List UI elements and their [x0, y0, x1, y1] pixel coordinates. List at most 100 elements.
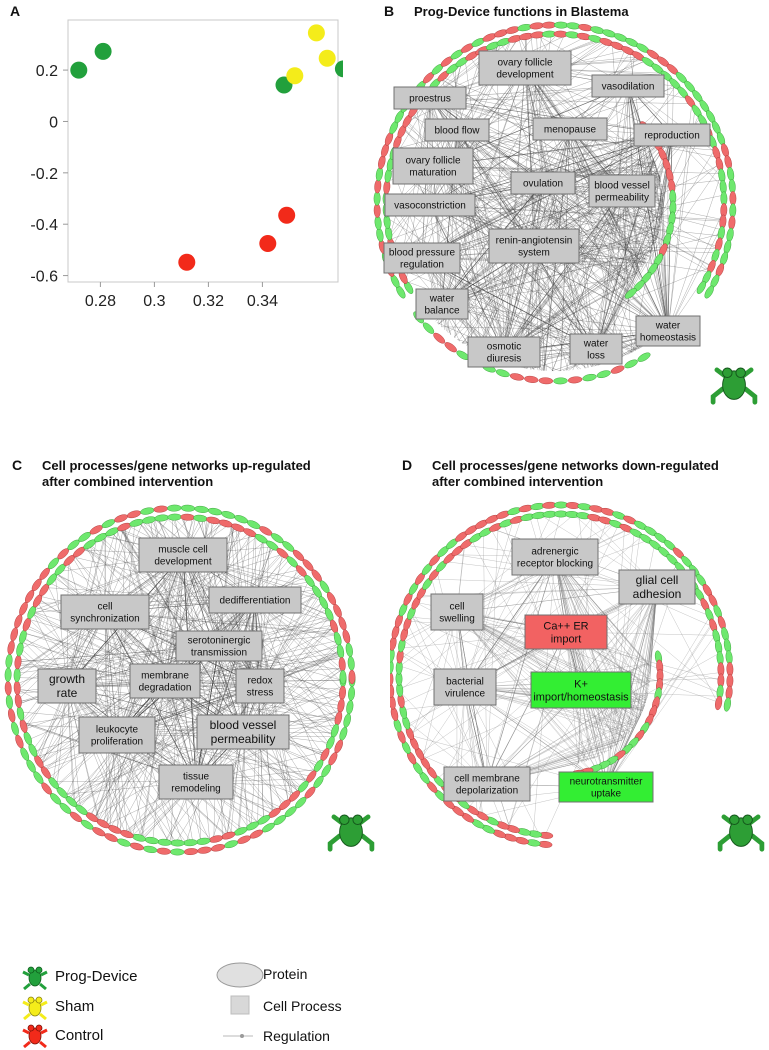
- data-point: [94, 42, 112, 60]
- regulation-edge: [429, 204, 669, 332]
- cell-process-box: [60, 594, 150, 630]
- cell-process-label: neurotransmitter: [570, 777, 643, 788]
- protein-node: [509, 373, 524, 381]
- frog-icon-red: [22, 1024, 48, 1049]
- regulation-edge: [503, 245, 535, 353]
- regulation-edge: [542, 182, 669, 332]
- cell-process-label: stress: [247, 688, 274, 699]
- data-point: [307, 24, 325, 42]
- regulation-edge: [503, 254, 650, 353]
- cell-process-label: muscle cell: [158, 545, 207, 556]
- regulation-edge: [64, 565, 261, 687]
- cell-process-label: water: [429, 294, 455, 305]
- regulation-edge: [53, 554, 184, 782]
- regulation-edge: [486, 653, 719, 785]
- cell-process-box: [138, 537, 228, 573]
- protein-node: [728, 215, 736, 230]
- cell-process-label: regulation: [400, 260, 444, 271]
- cell-process-label: vasoconstriction: [394, 201, 466, 212]
- protein-node: [234, 515, 249, 524]
- regulation-edge: [464, 556, 556, 688]
- regulation-edge: [66, 685, 211, 840]
- regulation-edge: [595, 198, 664, 350]
- regulation-edge: [257, 685, 261, 823]
- regulation-edge: [667, 212, 723, 332]
- regulation-edge: [195, 645, 220, 783]
- regulation-edge: [456, 611, 594, 759]
- regulation-edge: [421, 134, 639, 259]
- regulation-edge: [605, 671, 651, 788]
- regulation-edge: [486, 631, 567, 785]
- cell-process-box: [158, 764, 234, 800]
- y-tick-label: 0.2: [36, 63, 58, 80]
- regulation-edge: [242, 626, 333, 733]
- regulation-edge: [478, 182, 544, 353]
- protein-node: [218, 519, 233, 528]
- regulation-edge: [533, 133, 638, 247]
- regulation-edge: [66, 685, 307, 782]
- regulation-edge: [421, 146, 648, 259]
- data-point: [278, 206, 296, 224]
- regulation-edge: [456, 129, 639, 272]
- regulation-edge: [24, 633, 261, 687]
- regulation-edge: [496, 45, 505, 353]
- cell-process-box: [393, 86, 467, 110]
- regulation-edge: [182, 554, 261, 687]
- protein-node: [637, 352, 651, 362]
- cell-process-label: system: [518, 248, 550, 259]
- regulation-edge: [432, 165, 443, 305]
- frog-icon: [22, 1024, 48, 1049]
- regulation-edge: [429, 204, 595, 367]
- regulation-edge: [569, 128, 669, 332]
- panel-c-title: Cell processes/gene networks up-regulate…: [42, 458, 311, 489]
- regulation-edge: [552, 190, 623, 372]
- regulation-edge: [89, 545, 244, 733]
- regulation-edge: [503, 241, 656, 353]
- cell-process-label: blood vessel: [210, 718, 277, 732]
- regulation-edge: [554, 556, 605, 754]
- protein-node: [127, 510, 141, 519]
- cell-process-label: redox: [247, 676, 272, 687]
- regulation-edge: [565, 525, 619, 633]
- regulation-edge: [110, 645, 220, 827]
- regulation-edge: [595, 149, 715, 350]
- series-control: [178, 206, 296, 271]
- protein-node: [170, 848, 185, 856]
- regulation-edge: [104, 611, 118, 736]
- regulation-edge: [432, 42, 605, 167]
- cell-process-label: cell: [97, 602, 112, 613]
- cell-process-label: serotoninergic: [188, 636, 251, 647]
- protein-node: [337, 698, 345, 713]
- regulation-edge: [595, 115, 699, 350]
- regulation-edge: [605, 569, 681, 788]
- protein-node: [15, 734, 24, 749]
- regulation-edge: [104, 611, 293, 798]
- cell-process-box: [424, 118, 490, 142]
- regulation-edge: [524, 67, 544, 371]
- regulation-edge: [495, 45, 597, 350]
- regulation-edge: [627, 85, 658, 239]
- regulation-edge: [437, 67, 526, 324]
- regulation-edge: [464, 536, 642, 688]
- regulation-edge: [429, 97, 527, 369]
- regulation-edge: [503, 182, 544, 353]
- protein-node: [495, 369, 510, 378]
- cell-process-label: degradation: [139, 683, 192, 694]
- regulation-edge: [456, 611, 587, 762]
- regulation-edge: [218, 645, 316, 769]
- regulation-edge: [429, 204, 669, 332]
- cell-process-label: ovary follicle: [405, 156, 460, 167]
- regulation-edge: [466, 182, 544, 347]
- protein-node: [157, 838, 172, 846]
- regulation-edge: [667, 226, 722, 332]
- regulation-edge: [456, 540, 647, 613]
- regulation-edge: [441, 230, 660, 305]
- regulation-edge: [499, 134, 673, 362]
- regulation-edge: [526, 190, 623, 369]
